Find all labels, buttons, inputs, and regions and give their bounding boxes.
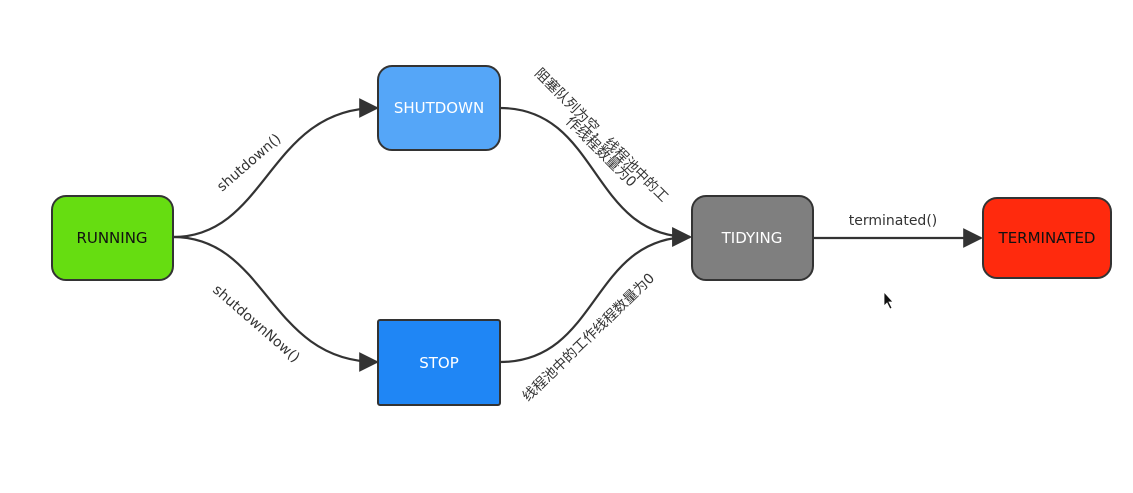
state-terminated-label: TERMINATED: [998, 229, 1096, 247]
state-shutdown-label: SHUTDOWN: [394, 99, 484, 117]
state-shutdown: SHUTDOWN: [377, 65, 501, 151]
state-terminated: TERMINATED: [982, 197, 1112, 279]
edge-stop-tidying: [499, 227, 692, 364]
state-tidying-label: TIDYING: [721, 229, 783, 247]
state-running: RUNNING: [51, 195, 174, 281]
label-terminated-call: terminated(): [849, 213, 938, 229]
state-running-label: RUNNING: [76, 229, 147, 247]
mouse-cursor-icon: [883, 290, 894, 310]
label-workers-zero: 线程池中的工作线程数量为0: [520, 270, 658, 404]
label-shutdownnow-call: shutdownNow(): [209, 282, 302, 366]
label-shutdown-call: shutdown(): [214, 131, 284, 195]
edge-running-stop: [172, 235, 379, 372]
state-stop-label: STOP: [419, 354, 459, 372]
edge-shutdown-tidying: [499, 106, 692, 247]
edge-running-shutdown: [172, 98, 379, 239]
state-stop: STOP: [377, 319, 501, 406]
state-tidying: TIDYING: [691, 195, 814, 281]
label-queue-empty-line1: 阻塞队列为空，线程池中的工: [531, 65, 672, 206]
